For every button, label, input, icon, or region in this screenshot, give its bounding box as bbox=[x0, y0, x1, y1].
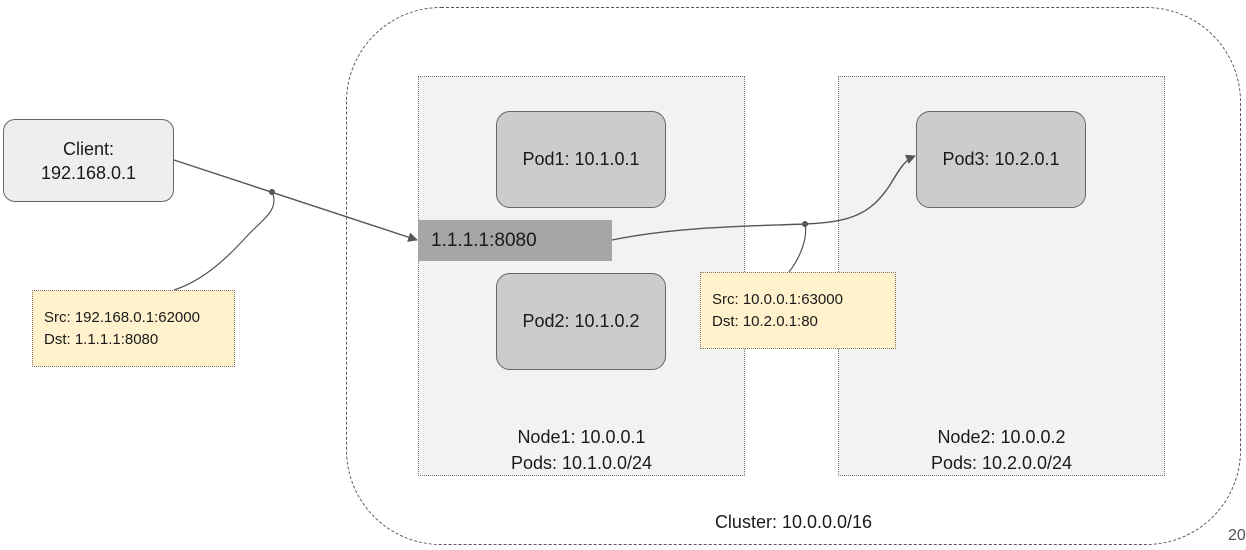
client-note-callout bbox=[173, 191, 275, 291]
node2-name: Node2: 10.0.0.2 bbox=[937, 427, 1066, 447]
cluster-boundary bbox=[346, 7, 1241, 545]
forwarded-packet-src: Src: 10.0.0.1:63000 bbox=[712, 290, 843, 308]
client-packet-dst: Dst: 1.1.1.1:8080 bbox=[44, 330, 159, 348]
pod3-box: Pod3: 10.2.0.1 bbox=[916, 111, 1086, 208]
node2-label: Node2: 10.0.0.2 Pods: 10.2.0.0/24 bbox=[838, 424, 1165, 476]
client-packet-note: Src: 192.168.0.1:62000 Dst: 1.1.1.1:8080 bbox=[32, 290, 235, 367]
client-note-anchor-dot bbox=[269, 189, 275, 195]
client-ip: 192.168.0.1 bbox=[40, 162, 137, 183]
forwarded-note-callout bbox=[788, 223, 807, 273]
client-to-service-arrow bbox=[173, 159, 418, 242]
page-number: 20 bbox=[1228, 527, 1246, 544]
service-endpoint-label: 1.1.1.1:8080 bbox=[431, 229, 537, 251]
node1-pods-cidr: Pods: 10.1.0.0/24 bbox=[510, 453, 653, 473]
pod1-box: Pod1: 10.1.0.1 bbox=[496, 111, 666, 208]
node2-pods-cidr: Pods: 10.2.0.0/24 bbox=[930, 453, 1073, 473]
forwarded-packet-note: Src: 10.0.0.1:63000 Dst: 10.2.0.1:80 bbox=[700, 272, 896, 349]
service-to-pod3-arrow bbox=[611, 154, 916, 241]
client-packet-src: Src: 192.168.0.1:62000 bbox=[44, 308, 200, 326]
pod2-box: Pod2: 10.1.0.2 bbox=[496, 273, 666, 370]
forwarded-note-anchor-dot bbox=[802, 221, 808, 227]
service-endpoint-box: 1.1.1.1:8080 bbox=[418, 220, 612, 261]
client-box: Client: 192.168.0.1 bbox=[3, 119, 174, 202]
cluster-label: Cluster: 10.0.0.0/16 bbox=[714, 512, 873, 532]
pod3-label: Pod3: 10.2.0.1 bbox=[942, 149, 1060, 169]
forwarded-packet-dst: Dst: 10.2.0.1:80 bbox=[712, 312, 818, 330]
pod2-label: Pod2: 10.1.0.2 bbox=[522, 311, 640, 331]
client-title: Client: bbox=[62, 138, 115, 159]
node1-name: Node1: 10.0.0.1 bbox=[517, 427, 646, 447]
node1-label: Node1: 10.0.0.1 Pods: 10.1.0.0/24 bbox=[418, 424, 745, 476]
pod1-label: Pod1: 10.1.0.1 bbox=[522, 149, 640, 169]
